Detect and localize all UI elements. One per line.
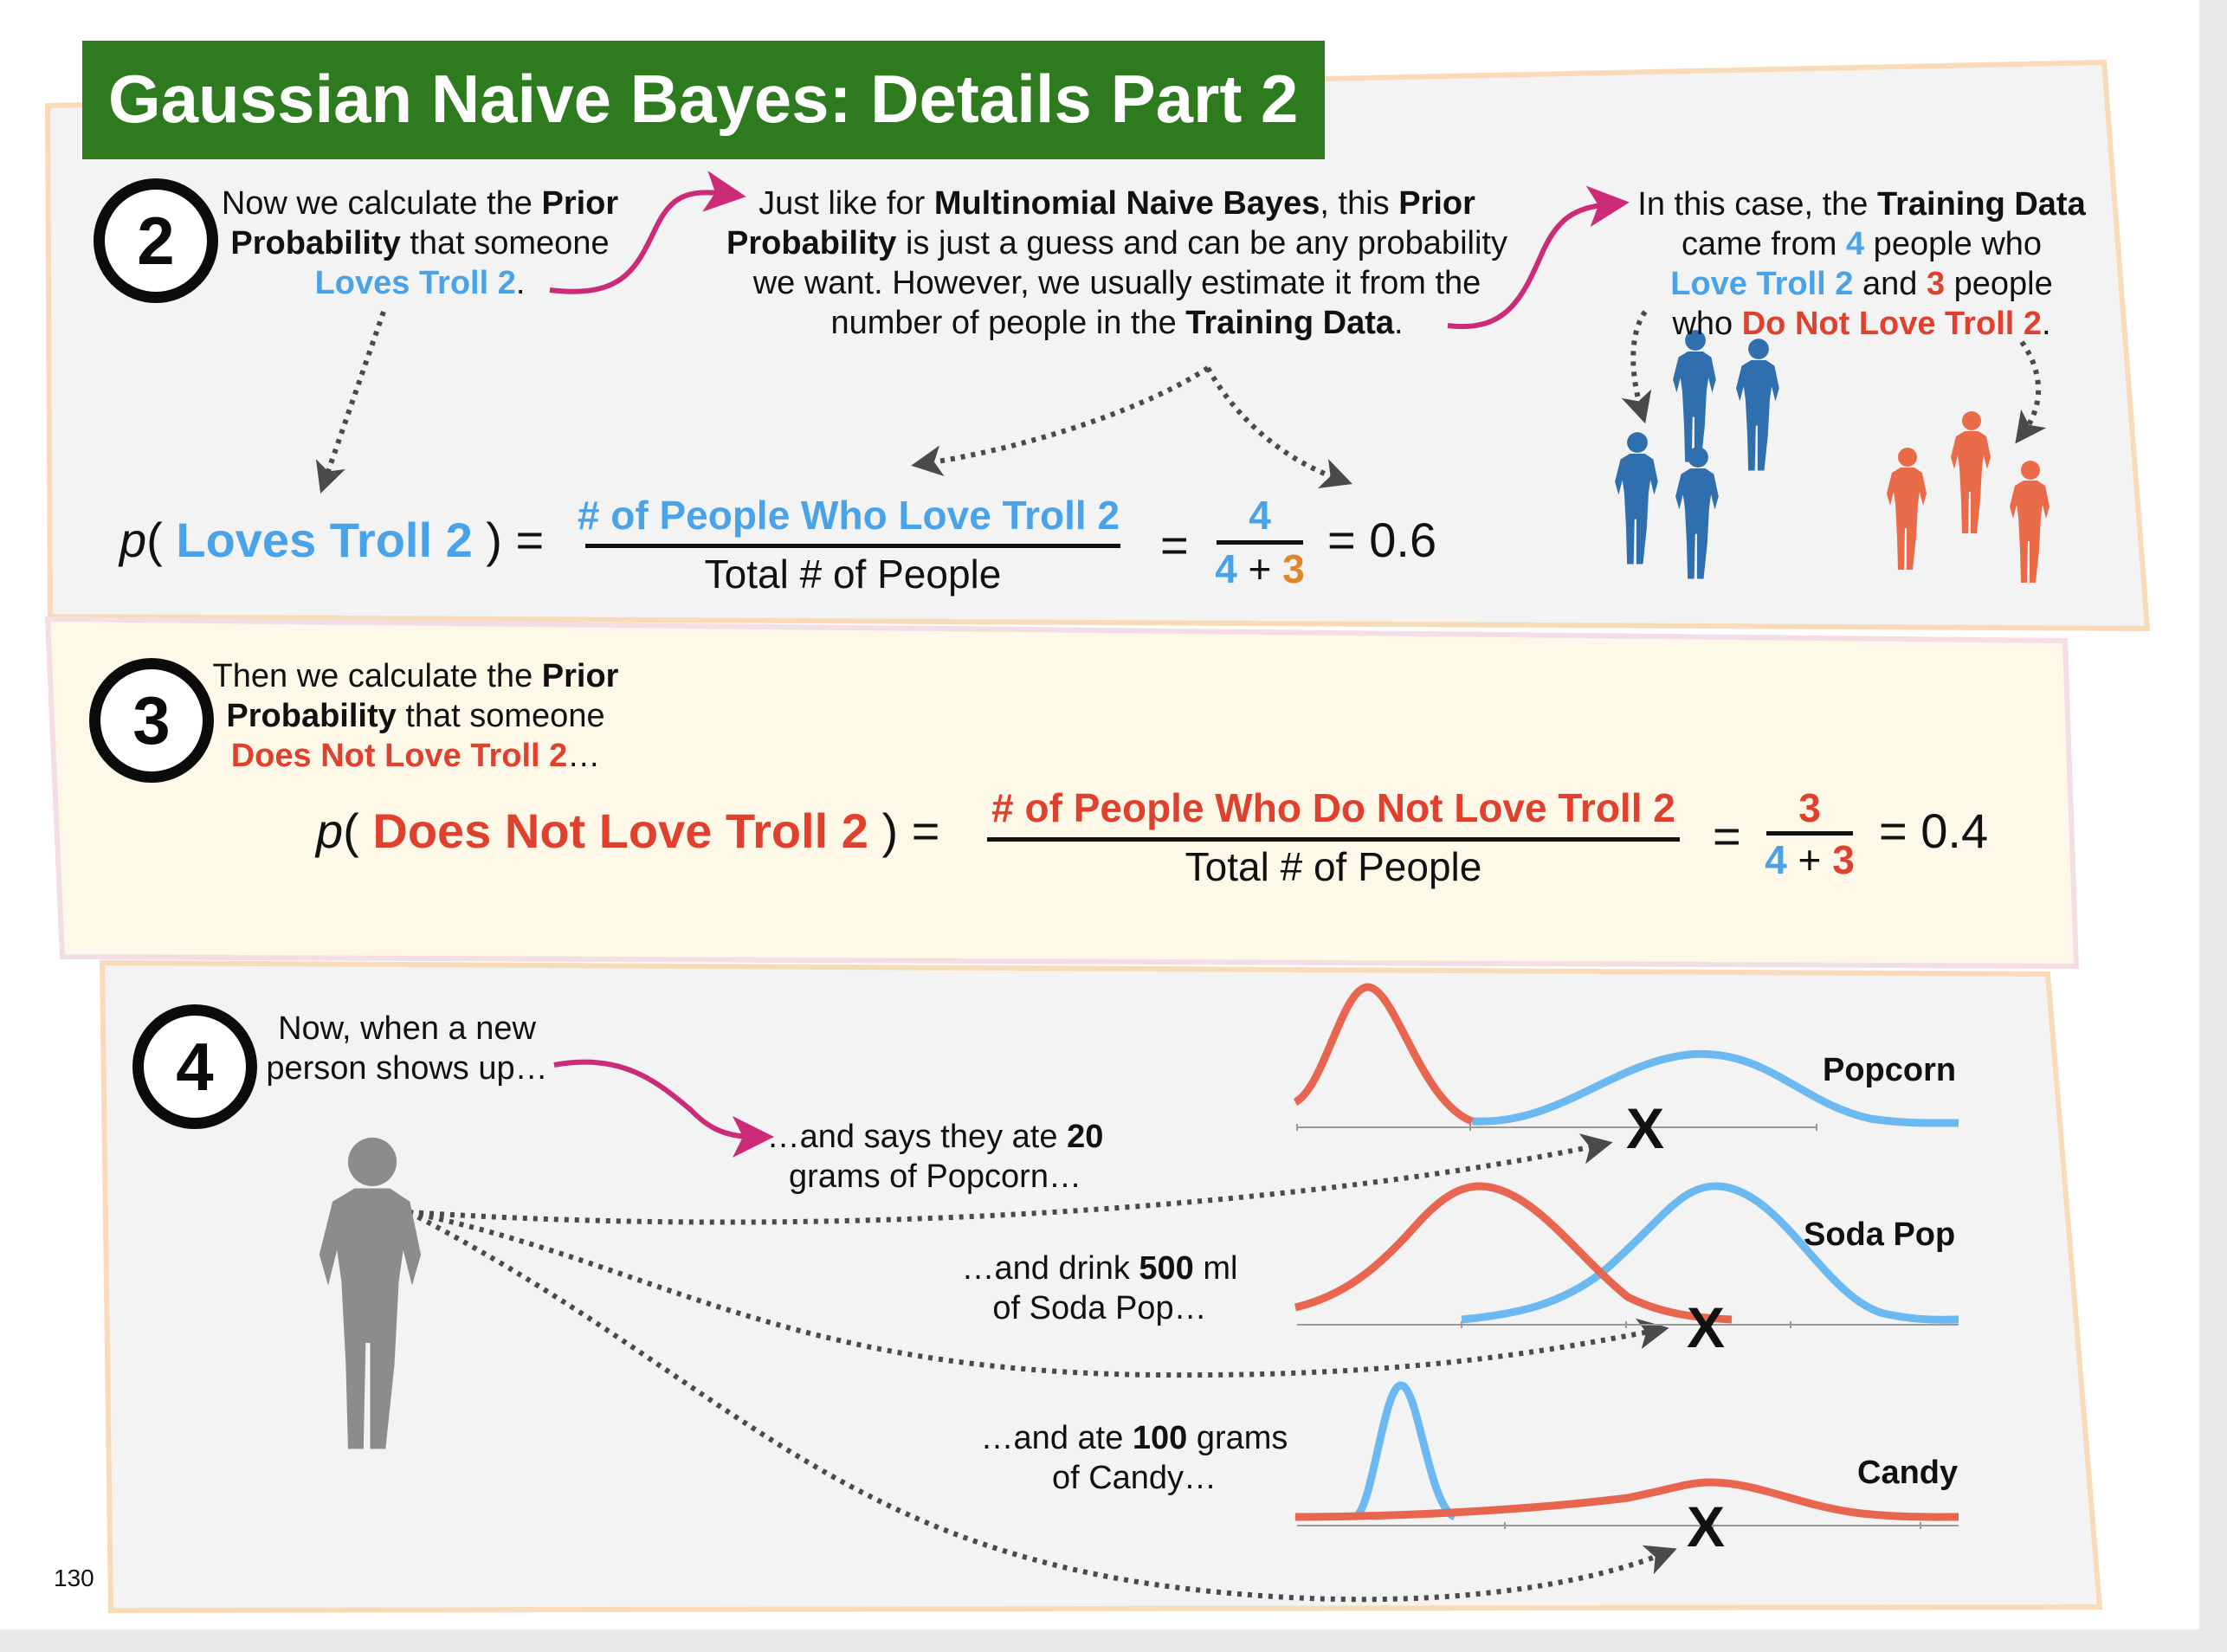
step3-denominator: Total # of People <box>1185 844 1482 889</box>
step2-middle-text: Just like for Multinomial Naive Bayes, t… <box>726 185 1507 341</box>
step2-numerator: # of People Who Love Troll 2 <box>577 493 1120 538</box>
step2-small-numerator: 4 <box>1249 493 1271 538</box>
soda-pop-text: …and drink 500 ml of Soda Pop… <box>961 1250 1238 1326</box>
panel-step3 <box>44 616 2080 970</box>
step4-intro-text: Now, when a new person shows up… <box>266 1010 548 1087</box>
step2-small-denominator: 4 + 3 <box>1215 546 1305 591</box>
page-number: 130 <box>54 1565 94 1591</box>
arrow-dotted-popcorn <box>408 1133 1613 1225</box>
soda-pop-plot <box>1294 1182 1959 1328</box>
step3-small-numerator: 3 <box>1798 785 1821 830</box>
arrow-dotted-red-people <box>2015 340 2047 444</box>
soda-pop-label: Soda Pop <box>1804 1216 1956 1253</box>
step4-number-badge: 4 <box>132 1004 257 1129</box>
page-title: Gaussian Naive Bayes: Details Part 2 <box>108 61 1299 137</box>
step3-small-denominator: 4 + 3 <box>1765 837 1855 882</box>
candy-x-marker: X <box>1687 1494 1726 1558</box>
candy-plot <box>1294 1381 1959 1529</box>
step2-result: = 0.6 <box>1327 513 1437 567</box>
step3-intro-text: Then we calculate the Prior Probability … <box>212 658 619 774</box>
candy-text: …and ate 100 grams of Candy… <box>980 1420 1288 1496</box>
popcorn-x-marker: X <box>1626 1096 1665 1160</box>
step3-fraction-bar <box>987 837 1680 842</box>
step3-numerator: # of People Who Do Not Love Troll 2 <box>991 785 1675 830</box>
page-graphics <box>44 59 2151 1614</box>
arrow-dotted-intro <box>315 311 386 494</box>
step2-equals: = <box>1160 518 1189 572</box>
arrow-magenta-2 <box>1447 185 1630 330</box>
popcorn-label: Popcorn <box>1823 1052 1957 1088</box>
popcorn-text: …and says they ate 20 grams of Popcorn… <box>766 1119 1104 1195</box>
step3-formula-lhs: p( Does Not Love Troll 2 ) = <box>316 803 940 858</box>
step2-formula-lhs: p( Loves Troll 2 ) = <box>119 513 545 567</box>
step2-right-text: In this case, the Training Data came fro… <box>1637 186 2086 342</box>
arrow-dotted-right <box>1205 366 1352 488</box>
step3-small-fraction-bar <box>1766 831 1853 836</box>
title-bar: Gaussian Naive Bayes: Details Part 2 <box>82 41 1325 159</box>
panel-step4 <box>99 959 2103 1614</box>
arrow-magenta-1 <box>549 171 746 294</box>
popcorn-plot <box>1293 983 1959 1131</box>
soda-pop-x-marker: X <box>1687 1295 1726 1359</box>
arrow-dotted-candy <box>407 1210 1677 1603</box>
arrow-dotted-soda <box>408 1210 1669 1378</box>
step3-equals: = <box>1713 809 1741 863</box>
page: Gaussian Naive Bayes: Details Part 2 2 N… <box>0 0 2199 1629</box>
step2-small-fraction-bar <box>1217 540 1303 545</box>
step2-denominator: Total # of People <box>704 552 1002 597</box>
arrow-magenta-3 <box>553 1059 774 1158</box>
step2-intro-text: Now we calculate the Prior Probability t… <box>221 185 619 301</box>
step2-fraction-bar <box>585 544 1120 548</box>
candy-label: Candy <box>1857 1455 1959 1491</box>
step3-result: = 0.4 <box>1879 803 1989 858</box>
